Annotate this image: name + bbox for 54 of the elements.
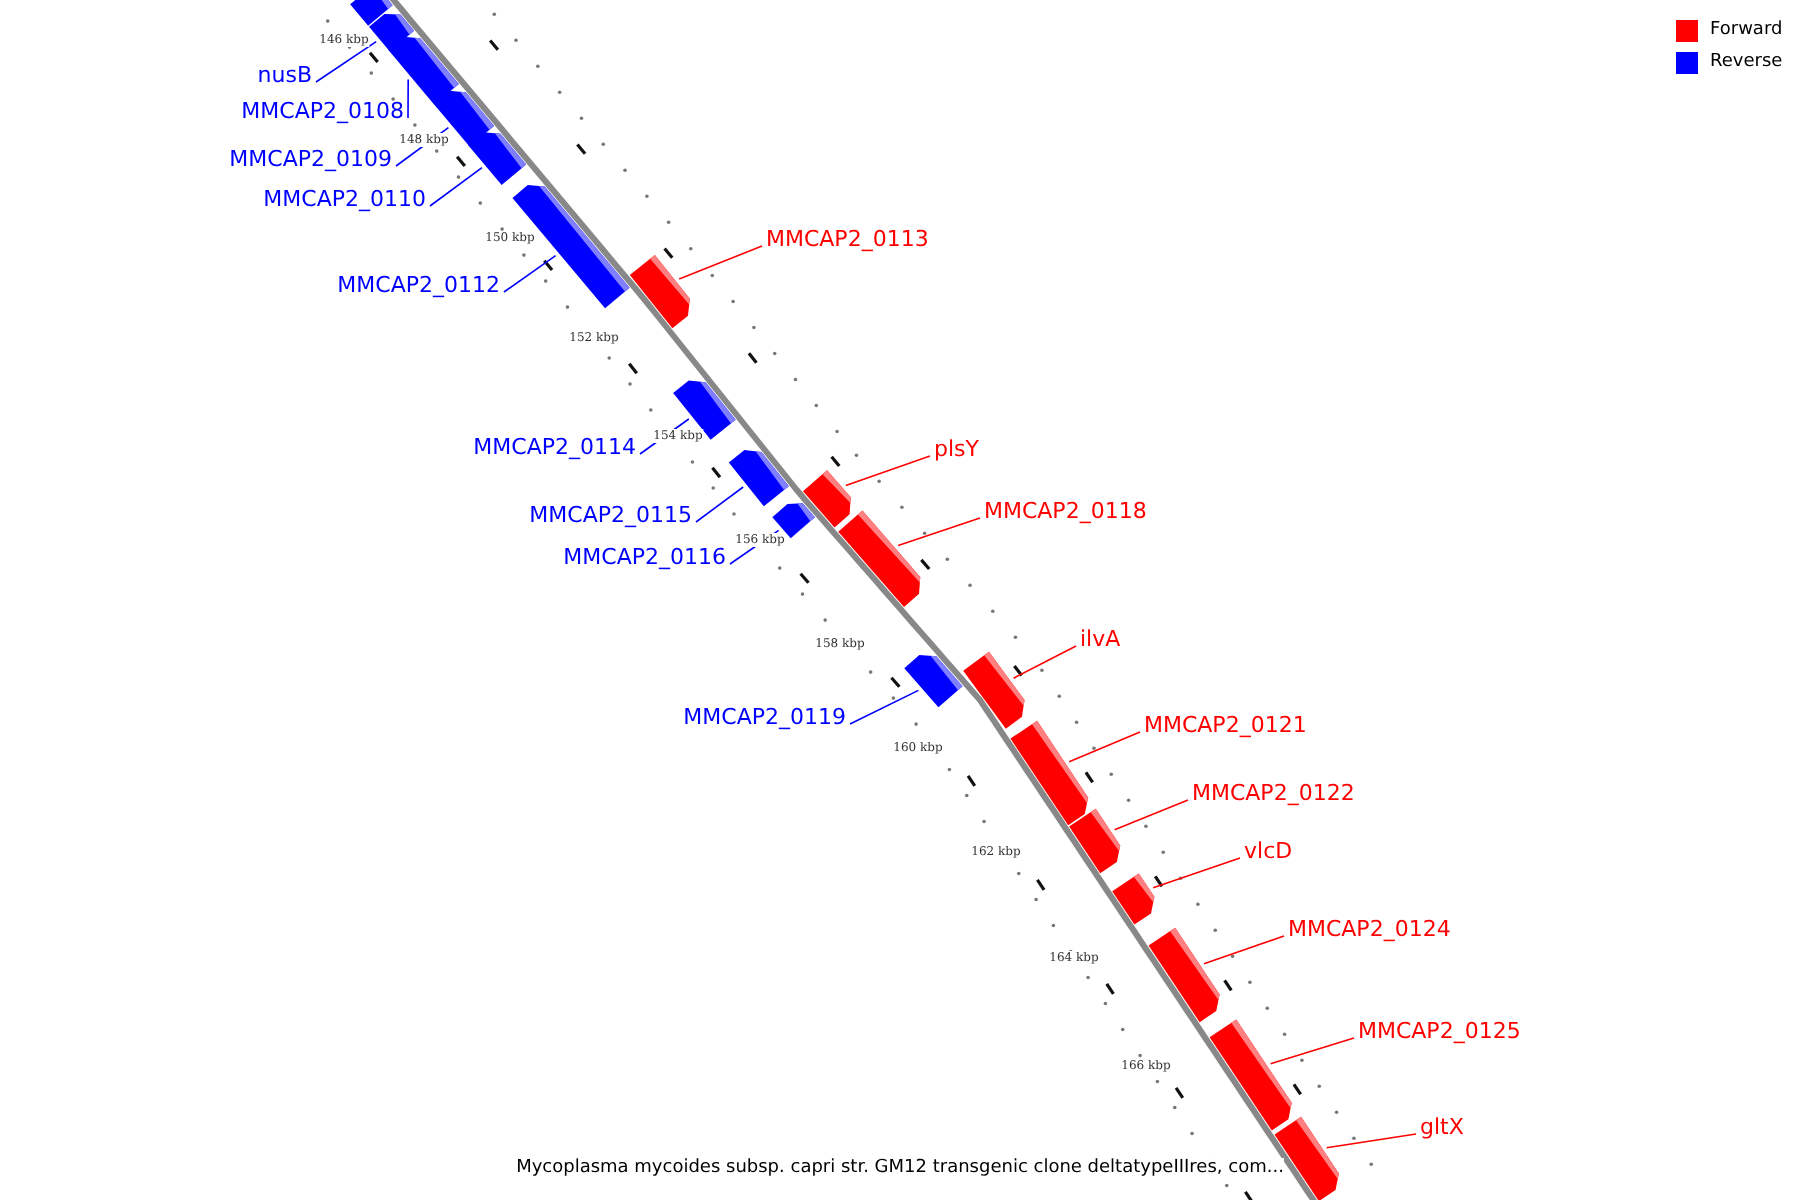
leader-line bbox=[1068, 731, 1141, 763]
gene-bar bbox=[802, 470, 851, 528]
gene-bar bbox=[963, 651, 1025, 729]
leader-line bbox=[1203, 935, 1285, 965]
gene-label: MMCAP2_0124 bbox=[1288, 916, 1451, 942]
gene-label: MMCAP2_0113 bbox=[766, 226, 929, 252]
leader-line bbox=[695, 486, 744, 523]
leader-line bbox=[407, 78, 409, 119]
gene-bar bbox=[388, 36, 459, 105]
gene-bar bbox=[1112, 873, 1155, 925]
caption: Mycoplasma mycoides subsp. capri str. GM12 transgenic clone deltatypeIIIres, com... bbox=[516, 1158, 1284, 1178]
gene-label: nusB bbox=[257, 62, 312, 88]
gene-label: plsY bbox=[934, 436, 979, 462]
leader-line bbox=[1113, 799, 1189, 831]
gene-label: MMCAP2_0125 bbox=[1358, 1018, 1521, 1044]
leader-line bbox=[1012, 645, 1077, 679]
gene-label: MMCAP2_0110 bbox=[263, 186, 426, 212]
gene-label: MMCAP2_0115 bbox=[529, 502, 692, 528]
legend-label: Reverse bbox=[1710, 50, 1783, 76]
leader-line bbox=[849, 689, 920, 725]
gene-bar bbox=[1069, 808, 1121, 874]
gene-label: MMCAP2_0109 bbox=[229, 146, 392, 172]
legend-label: Forward bbox=[1710, 18, 1783, 44]
gene-label: MMCAP2_0118 bbox=[984, 498, 1147, 524]
gene-label: MMCAP2_0114 bbox=[473, 434, 636, 460]
leader-line bbox=[1152, 857, 1241, 889]
gene-bar bbox=[904, 655, 963, 708]
gene-label: MMCAP2_0108 bbox=[241, 98, 404, 124]
leader-line bbox=[1325, 1133, 1417, 1149]
gene-bar bbox=[1148, 927, 1220, 1023]
gene-bar bbox=[629, 255, 690, 329]
leader-line bbox=[845, 455, 931, 487]
gene-bar bbox=[512, 185, 630, 309]
leader-line bbox=[1269, 1037, 1355, 1065]
gene-label: vlcD bbox=[1244, 838, 1293, 864]
gene-label: MMCAP2_0122 bbox=[1192, 780, 1355, 806]
gene-label: MMCAP2_0119 bbox=[683, 704, 846, 730]
gene-label: MMCAP2_0116 bbox=[563, 544, 726, 570]
gene-bar bbox=[673, 380, 736, 440]
gene-bar bbox=[1010, 720, 1089, 826]
gene-bar bbox=[350, 0, 393, 26]
gene-bar bbox=[838, 510, 921, 607]
leader-line bbox=[429, 166, 483, 207]
gene-bar bbox=[1209, 1019, 1292, 1131]
gene-label: MMCAP2_0112 bbox=[337, 272, 500, 298]
gene-bar bbox=[468, 132, 527, 185]
leader-line bbox=[315, 40, 377, 83]
leader-line bbox=[503, 254, 557, 293]
leader-line bbox=[897, 517, 981, 547]
gene-label: gltX bbox=[1420, 1114, 1464, 1140]
gene-label: MMCAP2_0121 bbox=[1144, 712, 1307, 738]
gene-label: ilvA bbox=[1080, 626, 1121, 652]
gene-bar bbox=[728, 450, 789, 507]
leader-line bbox=[678, 245, 763, 280]
